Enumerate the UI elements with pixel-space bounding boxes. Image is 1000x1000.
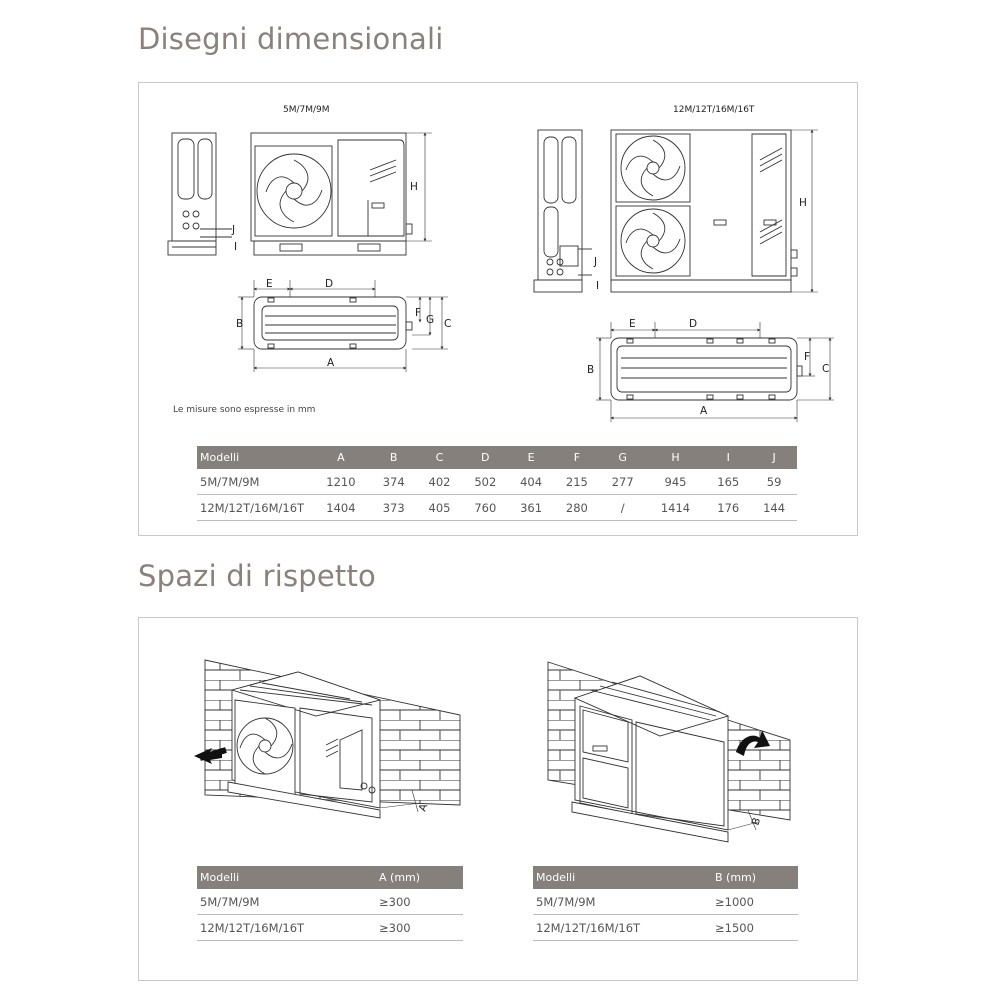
dim-label-b-right: B <box>587 364 594 376</box>
header-cell: Modelli <box>533 866 712 889</box>
table-cell: 945 <box>645 469 706 495</box>
table-cell: 373 <box>370 494 417 521</box>
left-unit-front-view <box>250 132 432 256</box>
table-cell: 165 <box>705 469 752 495</box>
table-row: 5M/7M/9M ≥300 <box>197 889 463 915</box>
table-cell: 1404 <box>311 494 371 521</box>
dim-label-f-left: F <box>415 307 421 319</box>
dim-label-f-right: F <box>804 351 810 363</box>
dim-label-b-left: B <box>236 318 243 330</box>
measurement-note: Le misure sono espresse in mm <box>173 405 316 415</box>
left-unit-illustration <box>227 671 382 819</box>
right-unit-front-view <box>610 129 818 293</box>
table-cell: 5M/7M/9M <box>533 889 712 915</box>
dimensions-table: Modelli A B C D E F G H I J 5M/7M/9M 121… <box>197 446 797 521</box>
table-cell: 760 <box>462 494 509 521</box>
left-unit-top-view <box>238 280 448 372</box>
table-header-row: Modelli A (mm) <box>197 866 463 889</box>
table-cell: 404 <box>508 469 554 495</box>
table-cell: 5M/7M/9M <box>197 889 376 915</box>
section-title-dimensions: Disegni dimensionali <box>138 22 444 56</box>
header-cell: A <box>311 446 371 469</box>
header-cell: B <box>370 446 417 469</box>
header-cell: D <box>462 446 509 469</box>
dim-label-a-left: A <box>327 357 335 369</box>
table-cell: 12M/12T/16M/16T <box>197 914 376 941</box>
clearance-table-a: Modelli A (mm) 5M/7M/9M ≥300 12M/12T/16M… <box>197 866 463 941</box>
table-cell: / <box>599 494 646 521</box>
dim-label-e-left: E <box>266 278 273 290</box>
table-cell: 5M/7M/9M <box>197 469 311 495</box>
right-arrow-icon <box>736 730 770 756</box>
clearance-label-b: B <box>750 816 764 827</box>
right-unit-side-view <box>533 129 592 293</box>
header-cell: I <box>705 446 752 469</box>
table-header-row: Modelli B (mm) <box>533 866 798 889</box>
header-cell: Modelli <box>197 446 311 469</box>
table-cell: 502 <box>462 469 509 495</box>
table-header-row: Modelli A B C D E F G H I J <box>197 446 797 469</box>
left-clearance-dimension <box>379 789 421 813</box>
dim-label-j-left: J <box>231 224 235 236</box>
dim-label-d-left: D <box>325 278 333 290</box>
table-row: 5M/7M/9M ≥1000 <box>533 889 798 915</box>
table-cell: 176 <box>705 494 752 521</box>
right-drawing-label: 12M/12T/16M/16T <box>673 105 755 115</box>
header-cell: F <box>553 446 600 469</box>
dim-label-c-left: C <box>444 318 451 330</box>
dim-label-d-right: D <box>689 318 697 330</box>
table-cell: 280 <box>553 494 600 521</box>
right-clearance-dimension <box>727 809 759 831</box>
dim-label-c-right: C <box>822 363 829 375</box>
header-cell: H <box>645 446 706 469</box>
table-cell: ≥1500 <box>712 914 798 941</box>
left-drawing-label: 5M/7M/9M <box>283 105 330 115</box>
header-cell: C <box>416 446 463 469</box>
left-unit-side-view <box>167 132 232 256</box>
table-cell: 402 <box>416 469 463 495</box>
table-cell: 12M/12T/16M/16T <box>197 494 311 521</box>
table-cell: 405 <box>416 494 463 521</box>
header-cell: A (mm) <box>376 866 463 889</box>
table-cell: 144 <box>751 494 797 521</box>
dim-label-j-right: J <box>593 256 597 268</box>
header-cell: J <box>751 446 797 469</box>
table-row: 12M/12T/16M/16T ≥1500 <box>533 914 798 941</box>
table-cell: 277 <box>599 469 646 495</box>
clearance-label-a: A <box>417 801 431 813</box>
table-cell: 12M/12T/16M/16T <box>533 914 712 941</box>
table-cell: 1210 <box>311 469 371 495</box>
header-cell: E <box>508 446 554 469</box>
header-cell: B (mm) <box>712 866 798 889</box>
header-cell: Modelli <box>197 866 376 889</box>
section-title-clearance: Spazi di rispetto <box>138 559 376 593</box>
table-cell: 1414 <box>645 494 706 521</box>
dim-label-h-left: H <box>410 181 418 193</box>
left-arrow-icon <box>194 747 227 764</box>
table-row: 12M/12T/16M/16T ≥300 <box>197 914 463 941</box>
header-cell: G <box>599 446 646 469</box>
dim-label-i-left: I <box>234 241 237 253</box>
table-row: 5M/7M/9M 1210 374 402 502 404 215 277 94… <box>197 469 797 495</box>
clearance-table-b: Modelli B (mm) 5M/7M/9M ≥1000 12M/12T/16… <box>533 866 798 941</box>
table-cell: ≥1000 <box>712 889 798 915</box>
table-cell: 374 <box>370 469 417 495</box>
right-unit-top-view <box>596 322 834 422</box>
dim-label-h-right: H <box>799 197 807 209</box>
table-cell: 361 <box>508 494 554 521</box>
table-cell: ≥300 <box>376 889 463 915</box>
table-cell: ≥300 <box>376 914 463 941</box>
table-row: 12M/12T/16M/16T 1404 373 405 760 361 280… <box>197 494 797 521</box>
table-cell: 215 <box>553 469 600 495</box>
dim-label-e-right: E <box>629 318 636 330</box>
dim-label-g-left: G <box>426 314 434 326</box>
dim-label-a-right: A <box>700 405 708 417</box>
dim-label-i-right: I <box>596 280 599 292</box>
right-unit-illustration <box>571 675 730 843</box>
table-cell: 59 <box>751 469 797 495</box>
